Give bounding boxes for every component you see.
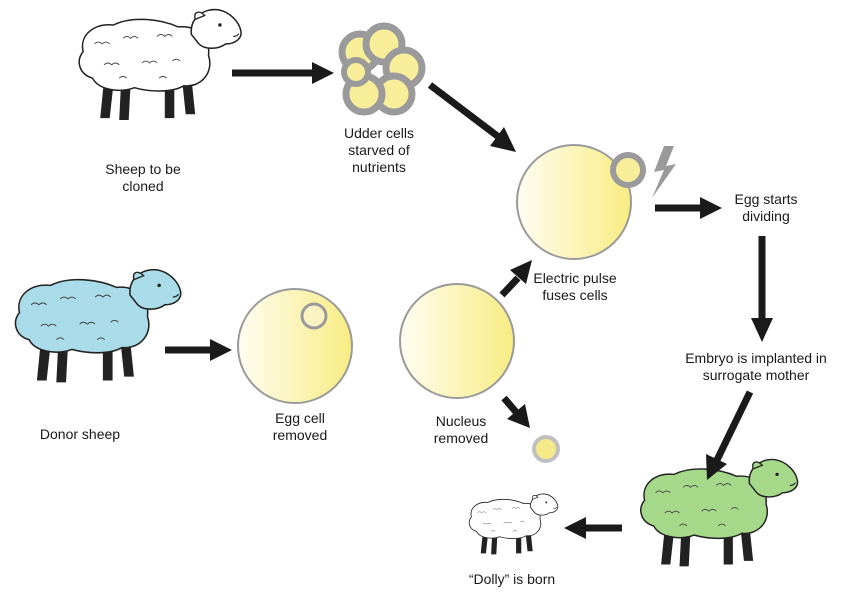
sheep-to-be-cloned-icon	[79, 10, 241, 120]
label-egg-cell-removed: Egg cell removed	[250, 410, 350, 444]
fused-egg-cell-icon	[517, 145, 643, 259]
label-donor-sheep: Donor sheep	[20, 426, 140, 443]
donor-sheep-icon	[16, 270, 181, 383]
label-sheep-to-be-cloned: Sheep to be cloned	[88, 161, 198, 195]
removed-nucleus-icon	[534, 437, 558, 461]
udder-cells-icon	[342, 26, 422, 112]
enucleated-egg-icon	[400, 284, 514, 398]
dolly-lamb-icon	[469, 494, 558, 554]
surrogate-mother-sheep-icon	[641, 459, 798, 566]
lightning-icon	[652, 146, 676, 198]
label-udder-cells: Udder cells starved of nutrients	[324, 125, 434, 176]
label-electric-pulse: Electric pulse fuses cells	[520, 270, 630, 304]
label-egg-starts-dividing: Egg starts dividing	[716, 191, 816, 225]
egg-cell-icon	[238, 289, 352, 403]
label-nucleus-removed: Nucleus removed	[416, 413, 506, 447]
label-embryo-implanted: Embryo is implanted in surrogate mother	[668, 350, 844, 384]
label-dolly-born: “Dolly” is born	[452, 571, 572, 588]
